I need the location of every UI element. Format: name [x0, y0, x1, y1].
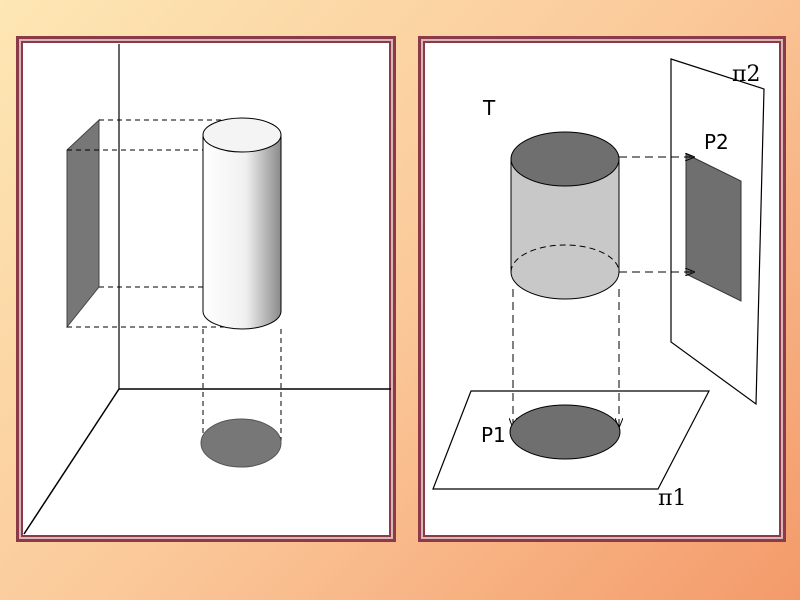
label-pi2: π2 — [732, 62, 760, 87]
floor-projection-lines — [202, 329, 282, 441]
cylinder-t — [510, 131, 620, 300]
left-diagram-panel — [16, 36, 396, 542]
right-diagram-panel: T P2 P1 π2 π1 — [418, 36, 786, 542]
label-body-t: T — [482, 96, 496, 120]
side-projection-shape — [66, 118, 100, 329]
label-p1: P1 — [481, 423, 506, 447]
vertical-projection-p2 — [685, 153, 742, 302]
floor-diagonal-edge — [23, 388, 120, 535]
arrows-to-p1 — [513, 289, 619, 427]
side-projection-lines — [67, 119, 239, 328]
horizontal-projection-p1 — [509, 404, 621, 460]
label-pi1: π1 — [658, 486, 686, 511]
right-diagram-svg: T P2 P1 π2 π1 — [432, 58, 765, 511]
left-diagram-svg — [23, 44, 391, 535]
label-p2: P2 — [704, 130, 729, 154]
cylinder-body — [202, 117, 282, 330]
floor-projection-shape — [200, 418, 282, 468]
